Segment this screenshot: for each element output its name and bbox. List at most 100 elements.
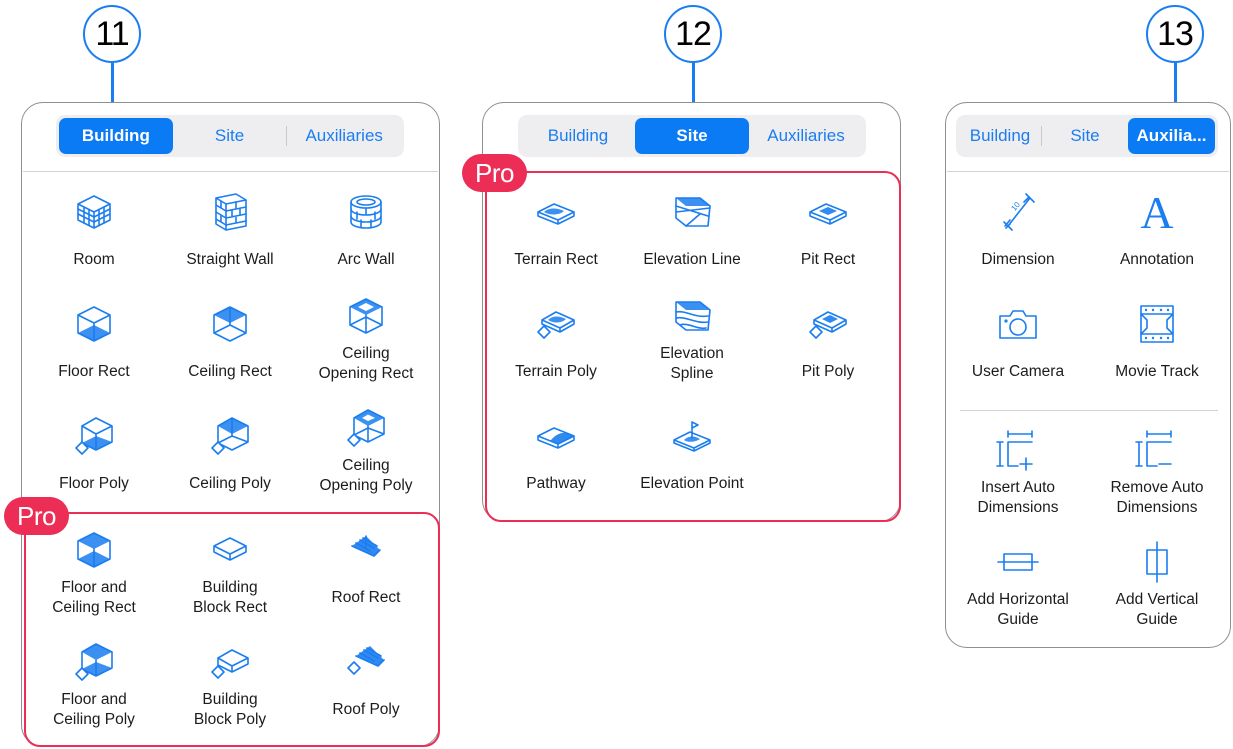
- tool-label: Room: [73, 251, 115, 268]
- tool-ceiling-opening-rect[interactable]: Ceiling Opening Rect: [298, 294, 434, 384]
- tool-room[interactable]: Room: [26, 190, 162, 270]
- tool-label: Terrain Rect: [514, 251, 598, 268]
- segment-site[interactable]: Site: [1070, 126, 1100, 145]
- insert-auto-dimensions-icon: [996, 430, 1033, 471]
- pro-section: [24, 512, 440, 747]
- callout-13: 13: [1146, 5, 1204, 63]
- tool-label: Floor and Ceiling Poly: [53, 691, 135, 728]
- pro-badge: Pro: [462, 154, 527, 192]
- ceiling-rect-icon: [213, 306, 247, 342]
- roof-rect-icon: [351, 535, 381, 557]
- tool-label: Ceiling Opening Rect: [318, 345, 414, 382]
- tool-elevation-spline[interactable]: Elevation Spline: [624, 294, 760, 384]
- tool-user-camera[interactable]: User Camera: [950, 302, 1086, 382]
- tool-insert-auto-dimensions[interactable]: Insert Auto Dimensions: [950, 428, 1086, 518]
- tool-label: Add Vertical Guide: [1115, 591, 1199, 628]
- tool-label: Roof Rect: [331, 589, 401, 606]
- floor-rect-icon: [77, 306, 111, 342]
- pit-poly-icon: [809, 311, 847, 339]
- segment-building[interactable]: Building: [547, 126, 609, 145]
- tool-label: Floor Poly: [59, 475, 129, 492]
- floor-ceiling-rect-icon: [77, 532, 111, 568]
- tool-straight-wall[interactable]: Straight Wall: [162, 190, 298, 270]
- tool-floor-ceiling-rect[interactable]: Floor and Ceiling Rect: [26, 528, 162, 618]
- segment-divider: [286, 126, 288, 146]
- tool-terrain-rect[interactable]: Terrain Rect: [488, 190, 624, 270]
- tool-ceiling-rect[interactable]: Ceiling Rect: [162, 302, 298, 382]
- tool-label: Pit Rect: [800, 251, 856, 268]
- tool-label: Building Block Rect: [192, 579, 268, 616]
- callout-line: [1174, 63, 1177, 104]
- tool-add-vertical-guide[interactable]: Add Vertical Guide: [1089, 540, 1225, 630]
- room-icon: [77, 195, 111, 229]
- tool-pathway[interactable]: Pathway: [488, 414, 624, 494]
- elevation-line-icon: [675, 197, 711, 227]
- tool-label: Elevation Line: [643, 251, 741, 268]
- auxiliaries-panel: [945, 102, 1231, 648]
- roof-poly-icon: [347, 646, 385, 675]
- segment-building[interactable]: Building: [59, 118, 173, 154]
- tool-label: Add Horizontal Guide: [967, 591, 1069, 628]
- tool-elevation-point[interactable]: Elevation Point: [624, 414, 760, 494]
- tool-label: Ceiling Rect: [188, 363, 272, 380]
- tool-label: Building Block Poly: [193, 691, 267, 728]
- tool-ceiling-poly[interactable]: Ceiling Poly: [162, 414, 298, 494]
- segment-auxiliaries[interactable]: Auxiliaries: [767, 126, 845, 145]
- segmented-control: Building Site Auxiliaries: [56, 115, 404, 157]
- tool-label: Roof Poly: [332, 701, 400, 718]
- tool-label: Annotation: [1119, 251, 1195, 268]
- ceiling-poly-icon: [211, 417, 249, 455]
- tool-pit-poly[interactable]: Pit Poly: [760, 302, 896, 382]
- segment-site[interactable]: Site: [214, 126, 245, 145]
- callout-label: 11: [95, 14, 129, 53]
- elevation-spline-icon: [675, 301, 711, 331]
- segment-site[interactable]: Site: [635, 118, 749, 154]
- tool-movie-track[interactable]: Movie Track: [1089, 302, 1225, 382]
- ceiling-opening-poly-icon: [347, 409, 385, 447]
- callout-11: 11: [83, 5, 141, 63]
- tool-dimension[interactable]: 10 Dimension: [950, 190, 1086, 270]
- pit-rect-icon: [809, 203, 847, 225]
- movie-track-icon: [1140, 305, 1174, 343]
- tool-annotation[interactable]: A Annotation: [1089, 190, 1225, 270]
- tool-building-block-poly[interactable]: Building Block Poly: [162, 640, 298, 730]
- tool-label: Ceiling Opening Poly: [319, 457, 413, 494]
- tool-elevation-line[interactable]: Elevation Line: [624, 190, 760, 270]
- tool-pit-rect[interactable]: Pit Rect: [760, 190, 896, 270]
- annotation-icon: A: [1140, 187, 1174, 238]
- tool-label: Ceiling Poly: [189, 475, 271, 492]
- tool-label: Dimension: [981, 251, 1055, 268]
- tool-label: Straight Wall: [186, 251, 274, 268]
- header-separator: [23, 171, 438, 172]
- tool-label: Pit Poly: [801, 363, 855, 380]
- segment-auxiliaries[interactable]: Auxiliaries: [305, 126, 383, 145]
- tool-label: Elevation Point: [640, 475, 744, 492]
- tool-label: Pathway: [526, 475, 586, 492]
- tool-label: Floor Rect: [58, 363, 130, 380]
- dimension-icon: 10: [1003, 193, 1035, 231]
- tool-label: Movie Track: [1115, 363, 1199, 380]
- tool-floor-ceiling-poly[interactable]: Floor and Ceiling Poly: [26, 640, 162, 730]
- vertical-guide-icon: [1146, 541, 1168, 583]
- terrain-poly-icon: [537, 311, 575, 339]
- callout-label: 13: [1157, 14, 1194, 53]
- tool-roof-poly[interactable]: Roof Poly: [298, 640, 434, 720]
- tool-building-block-rect[interactable]: Building Block Rect: [162, 528, 298, 618]
- building-block-poly-icon: [211, 649, 249, 679]
- callout-12: 12: [664, 5, 722, 63]
- tool-ceiling-opening-poly[interactable]: Ceiling Opening Poly: [298, 406, 434, 496]
- segment-auxiliaries[interactable]: Auxilia...: [1128, 118, 1215, 154]
- tool-label: Floor and Ceiling Rect: [52, 579, 136, 616]
- tool-add-horizontal-guide[interactable]: Add Horizontal Guide: [950, 540, 1086, 630]
- tool-terrain-poly[interactable]: Terrain Poly: [488, 302, 624, 382]
- segment-divider: [1041, 126, 1042, 146]
- tool-floor-poly[interactable]: Floor Poly: [26, 414, 162, 494]
- callout-line: [111, 63, 114, 104]
- camera-icon: [999, 310, 1037, 339]
- tool-remove-auto-dimensions[interactable]: Remove Auto Dimensions: [1089, 428, 1225, 518]
- segment-building[interactable]: Building: [969, 126, 1031, 145]
- tool-arc-wall[interactable]: Arc Wall: [298, 190, 434, 270]
- segmented-control: Building Site Auxiliaries: [518, 115, 866, 157]
- tool-floor-rect[interactable]: Floor Rect: [26, 302, 162, 382]
- tool-roof-rect[interactable]: Roof Rect: [298, 528, 434, 608]
